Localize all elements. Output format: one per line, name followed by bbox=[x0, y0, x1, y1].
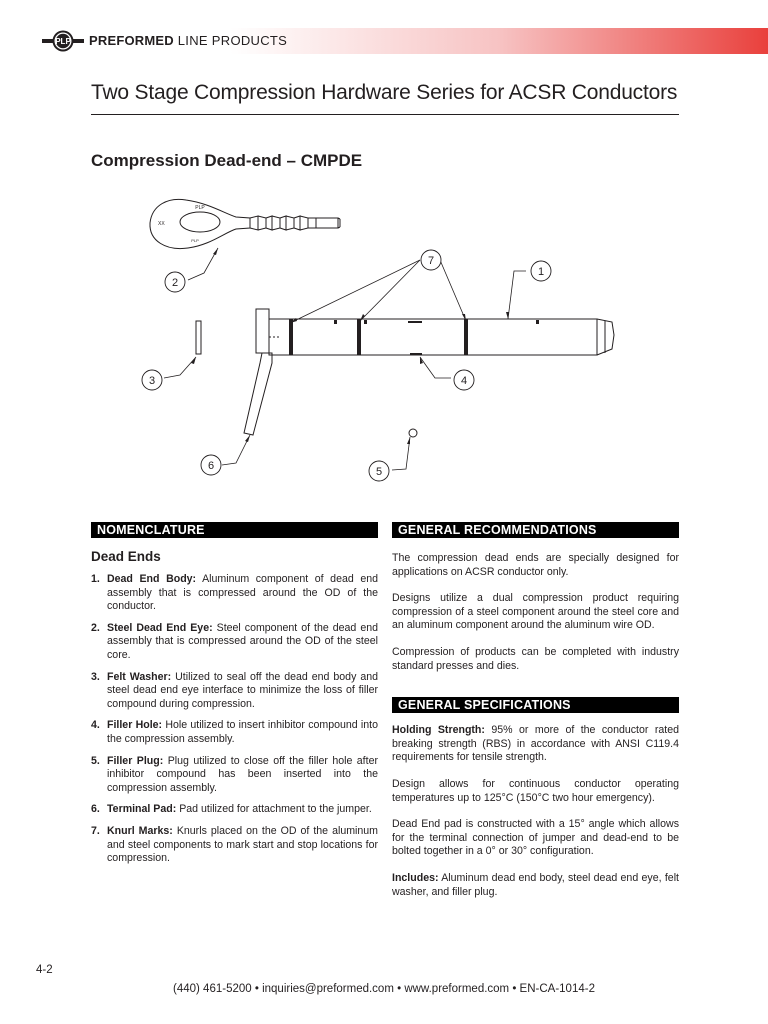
knurl-marks bbox=[289, 319, 539, 355]
nomenclature-column: NOMENCLATURE Dead Ends 1. Dead End Body: … bbox=[91, 522, 378, 874]
item-term: Felt Washer: bbox=[107, 670, 172, 683]
callout-6-label: 6 bbox=[208, 460, 214, 472]
item-description: Pad utilized for attachment to the jumpe… bbox=[176, 803, 372, 816]
filler-plug bbox=[408, 428, 418, 438]
steel-dead-end-eye bbox=[149, 198, 341, 250]
item-description: Hole utilized to insert inhibitor compou… bbox=[107, 719, 378, 745]
item-description: Knurls placed on the OD of the aluminum … bbox=[107, 824, 378, 865]
callout-2-label: 2 bbox=[172, 277, 178, 289]
item-number: 1. bbox=[91, 573, 100, 585]
plp-logo: PLP bbox=[42, 30, 84, 52]
item-term: Dead End Body: bbox=[107, 573, 197, 585]
nomenclature-item: 1. Dead End Body: Aluminum component of d… bbox=[91, 573, 378, 614]
holding-strength-text: 95% or more of the conductor rated break… bbox=[392, 724, 679, 764]
recommendation-paragraph: The compression dead ends are specially … bbox=[392, 552, 679, 578]
item-description: Plug utilized to close off the filler ho… bbox=[107, 754, 378, 794]
temperature-paragraph: Design allows for continuous conductor o… bbox=[392, 777, 679, 804]
brand-bold: PREFORMED bbox=[89, 33, 174, 48]
item-description: Steel component of the dead end assembly… bbox=[107, 621, 378, 661]
item-term: Filler Plug: bbox=[107, 754, 164, 767]
felt-washer bbox=[195, 320, 202, 355]
nomenclature-item: 3. Felt Washer: Utilized to seal off the … bbox=[91, 671, 378, 712]
includes-paragraph: Includes: Aluminum dead end body, steel … bbox=[392, 872, 679, 899]
item-number: 6. bbox=[91, 803, 100, 816]
item-term: Steel Dead End Eye: bbox=[107, 621, 213, 634]
item-term: Terminal Pad: bbox=[107, 803, 177, 816]
holding-strength-label: Holding Strength: bbox=[392, 724, 485, 737]
recommendation-paragraph: Designs utilize a dual compression produ… bbox=[392, 592, 679, 632]
item-description: Aluminum component of dead end assembly … bbox=[107, 573, 378, 613]
item-number: 2. bbox=[91, 621, 100, 634]
terminal-pad bbox=[243, 352, 273, 436]
nomenclature-item: 5. Filler Plug: Plug utilized to close of… bbox=[91, 755, 378, 796]
item-number: 5. bbox=[91, 754, 100, 767]
item-term: Filler Hole: bbox=[107, 719, 163, 732]
callout-3-label: 3 bbox=[149, 375, 155, 387]
callout-1-label: 1 bbox=[538, 266, 544, 278]
page-title: Two Stage Compression Hardware Series fo… bbox=[91, 81, 678, 104]
nomenclature-item: 7. Knurl Marks: Knurls placed on the OD o… bbox=[91, 825, 378, 866]
nomenclature-item: 4. Filler Hole: Hole utilized to insert i… bbox=[91, 719, 378, 746]
title-divider bbox=[91, 114, 679, 115]
specifications-heading: GENERAL SPECIFICATIONS bbox=[392, 697, 679, 714]
brand-light: LINE PRODUCTS bbox=[173, 33, 288, 48]
recommendations-heading: GENERAL RECOMMENDATIONS bbox=[392, 522, 679, 538]
section-title: Compression Dead-end – CMPDE bbox=[91, 151, 363, 170]
item-number: 4. bbox=[91, 719, 100, 732]
includes-text: Aluminum dead end body, steel dead end e… bbox=[392, 871, 679, 898]
footer-contact: (440) 461-5200 • inquiries@preformed.com… bbox=[173, 983, 595, 995]
nomenclature-heading: NOMENCLATURE bbox=[91, 522, 378, 538]
callout-4 bbox=[453, 369, 475, 391]
page-number: 4-2 bbox=[36, 964, 53, 976]
nomenclature-list: 1. Dead End Body: Aluminum component of d… bbox=[91, 573, 378, 866]
callout-5 bbox=[368, 460, 390, 482]
nomenclature-item: 2. Steel Dead End Eye: Steel component of… bbox=[91, 622, 378, 663]
brand-name: PREFORMED LINE PRODUCTS bbox=[89, 33, 287, 49]
dead-end-body bbox=[255, 308, 615, 356]
recommendations-column: GENERAL RECOMMENDATIONS The compression … bbox=[392, 522, 679, 912]
callout-5-label: 5 bbox=[376, 466, 382, 478]
header-bar bbox=[0, 28, 768, 54]
holding-strength-paragraph: Holding Strength: 95% or more of the con… bbox=[392, 724, 679, 765]
callout-1 bbox=[530, 260, 552, 282]
callout-7-label: 7 bbox=[428, 255, 434, 267]
item-description: Utilized to seal off the dead end body a… bbox=[107, 670, 378, 710]
cmpde-diagram: PLP XX PLP bbox=[141, 198, 615, 482]
eye-mark-bottom: PLP bbox=[191, 238, 199, 243]
item-number: 7. bbox=[91, 824, 100, 837]
callout-6 bbox=[200, 454, 222, 476]
eye-mark-top: PLP bbox=[195, 205, 205, 211]
eye-mark-left: XX bbox=[158, 221, 165, 227]
includes-label: Includes: bbox=[392, 871, 439, 884]
item-term: Knurl Marks: bbox=[107, 824, 173, 837]
callout-7 bbox=[420, 249, 442, 271]
callout-2 bbox=[164, 271, 186, 293]
callout-3 bbox=[141, 369, 163, 391]
dead-ends-subheading: Dead Ends bbox=[91, 549, 161, 564]
pad-angle-paragraph: Dead End pad is constructed with a 15° a… bbox=[392, 818, 679, 858]
item-number: 3. bbox=[91, 670, 100, 683]
nomenclature-item: 6. Terminal Pad: Pad utilized for attachm… bbox=[91, 803, 378, 817]
callout-4-label: 4 bbox=[461, 375, 467, 387]
recommendation-paragraph: Compression of products can be completed… bbox=[392, 645, 679, 672]
logo-text: PLP bbox=[55, 37, 71, 46]
